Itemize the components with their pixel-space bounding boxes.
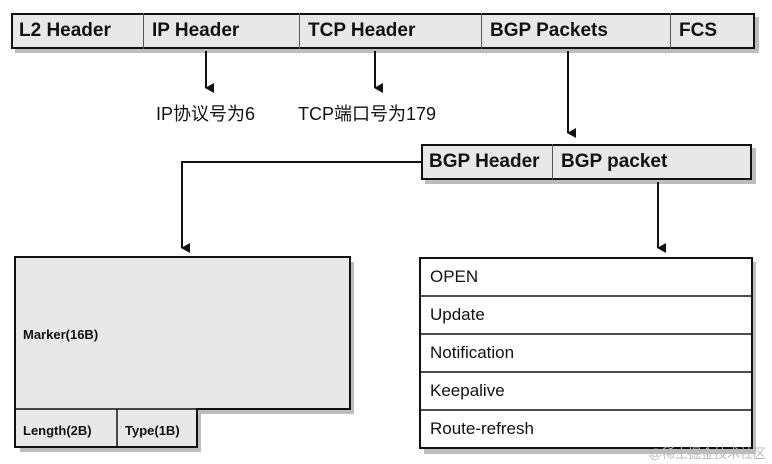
watermark: @稀土掘金技术社区: [648, 446, 766, 461]
field-tcp-header-label: TCP Header: [308, 20, 416, 41]
bgp-packet-label: BGP packet: [561, 151, 668, 172]
field-l2-header-label: L2 Header: [19, 20, 111, 41]
tcp-port-note: TCP端口号为179: [298, 104, 437, 124]
packet-list-box: [419, 257, 753, 449]
marker-field: Marker(16B): [23, 327, 99, 342]
field-bgp-packets: BGP Packets: [482, 13, 671, 49]
field-ip-header-label: IP Header: [152, 20, 240, 41]
frame-bar: [11, 13, 755, 49]
arrow-bgp-header: [181, 161, 421, 253]
bgp-packet-cell: BGP packet: [553, 144, 752, 180]
packet-type-notification-label: Notification: [430, 343, 515, 362]
field-bgp-packets-label: BGP Packets: [490, 20, 608, 41]
field-fcs-label: FCS: [679, 20, 717, 41]
type-field: Type(1B): [125, 423, 180, 438]
length-field: Length(2B): [23, 423, 92, 438]
bgp-header-label: BGP Header: [429, 151, 540, 172]
packet-type-keepalive-label: Keepalive: [430, 381, 505, 400]
packet-type-route-refresh-label: Route-refresh: [430, 419, 534, 438]
packet-type-update: Update: [420, 296, 752, 334]
field-ip-header: IP Header: [144, 13, 300, 49]
bgp-header-cell: BGP Header: [421, 144, 553, 180]
packet-type-keepalive: Keepalive: [420, 372, 752, 410]
bgp-bar: [421, 144, 752, 180]
packet-type-open: OPEN: [420, 258, 752, 296]
packet-type-update-label: Update: [430, 305, 485, 324]
field-fcs: FCS: [671, 13, 755, 49]
packet-type-route-refresh: Route-refresh: [420, 410, 752, 448]
ip-protocol-note: IP协议号为6: [156, 104, 256, 124]
field-tcp-header: TCP Header: [300, 13, 482, 49]
field-l2-header: L2 Header: [11, 13, 144, 49]
packet-type-notification: Notification: [420, 334, 752, 372]
header-box: [14, 256, 351, 448]
packet-type-open-label: OPEN: [430, 267, 479, 286]
